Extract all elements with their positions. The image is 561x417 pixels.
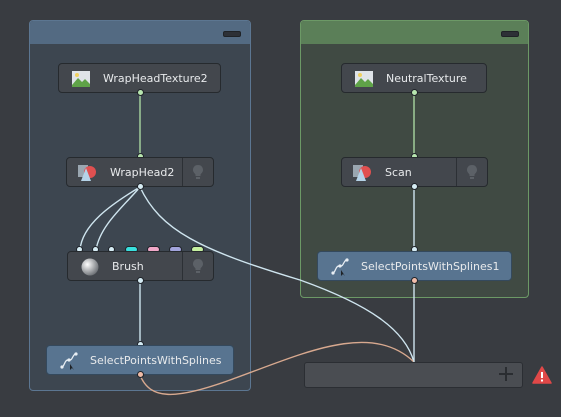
collapse-group-button[interactable] — [501, 31, 519, 37]
wrap-icon — [78, 165, 96, 181]
output-port[interactable] — [411, 277, 418, 284]
node-selectpointswithsplines[interactable]: SelectPointsWithSplines — [46, 345, 234, 375]
node-label: WrapHeadTexture2 — [103, 71, 208, 85]
output-port[interactable] — [137, 371, 144, 378]
image-icon — [355, 71, 373, 87]
visibility-toggle[interactable] — [182, 158, 213, 186]
node-label: NeutralTexture — [386, 71, 467, 85]
output-port[interactable] — [137, 183, 144, 190]
wire — [95, 186, 141, 251]
group-header-right[interactable] — [301, 21, 528, 44]
wrap-icon — [353, 165, 371, 181]
node-label: WrapHead2 — [110, 165, 175, 179]
collapse-group-button[interactable] — [223, 31, 241, 37]
output-port[interactable] — [411, 89, 418, 96]
node-label: SelectPointsWithSplines1 — [361, 259, 500, 273]
lightbulb-icon — [193, 165, 203, 179]
output-port[interactable] — [411, 183, 418, 190]
lightbulb-icon — [193, 259, 203, 273]
lightbulb-icon — [467, 165, 477, 179]
wire — [139, 186, 415, 363]
output-port[interactable] — [137, 277, 144, 284]
node-wrapheadtexture2[interactable]: WrapHeadTexture2 — [58, 63, 221, 93]
new-node-placeholder[interactable] — [304, 362, 523, 388]
visibility-toggle[interactable] — [456, 158, 487, 186]
node-label: SelectPointsWithSplines — [90, 353, 222, 367]
plus-icon[interactable] — [498, 366, 514, 382]
visibility-toggle[interactable] — [182, 252, 213, 280]
sphere-icon — [81, 258, 99, 276]
wire — [139, 341, 415, 396]
image-icon — [72, 71, 90, 87]
output-port[interactable] — [137, 89, 144, 96]
warning-icon[interactable] — [532, 366, 552, 384]
group-header-left[interactable] — [30, 21, 250, 44]
wire — [79, 186, 141, 251]
node-label: Brush — [112, 259, 144, 273]
spline-icon — [331, 258, 349, 276]
node-selectpointswithsplines1[interactable]: SelectPointsWithSplines1 — [317, 251, 512, 281]
spline-icon — [60, 352, 78, 370]
node-label: Scan — [385, 165, 412, 179]
